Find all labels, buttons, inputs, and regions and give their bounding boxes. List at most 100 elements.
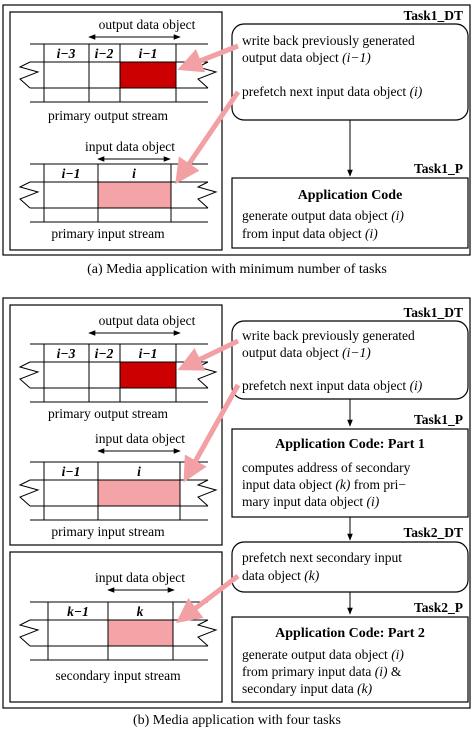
dt2-line-2: data object (k) [242,568,320,583]
p1-line-2-tail: from pri− [354,477,406,492]
input-data-object-label: input data object [85,139,175,154]
dt-line-2-text: output data object [242,50,339,65]
dt-line-1: write back previously generated [242,33,415,48]
p2-line-3-var: (k) [357,681,372,696]
stream-break-right [196,181,218,209]
cell-label: k−1 [67,604,89,619]
task1-dt-title: Task1_DT [403,8,463,23]
dt-line-3-var: (i) [410,84,423,99]
current-output-cell-fill [120,62,176,88]
app-line-2-var: (i) [365,226,378,241]
output-data-object-label: output data object [99,17,196,32]
p2-line-2: from primary input data (i) & [242,664,402,679]
caption-b: (b) Media application with four tasks [133,713,341,728]
dt-line-3-var: (i) [410,378,423,393]
current-secondary-cell-fill [108,620,173,646]
task1-p-box [231,177,469,249]
primary-input-stream-b: i−1 i [18,461,218,521]
cell-label: i [132,166,136,181]
p2-line-2-tail: & [391,664,402,679]
cell-label: i−3 [57,346,76,361]
cell-label: i−3 [57,46,76,61]
cell-label: i−1 [62,464,81,479]
cell-label: i−1 [139,346,158,361]
primary-output-stream-label: primary output stream [48,406,168,421]
cell-label: i−2 [95,46,114,61]
p2-line-2-text: from primary input data [242,664,371,679]
app-line-1: generate output data object (i) [242,208,404,223]
p2-line-1-text: generate output data object [242,647,388,662]
p1-line-2: input data object (k) from pri− [242,477,406,492]
cell-label: i−2 [95,346,114,361]
input-data-object-label: input data object [95,431,185,446]
panel-b: output data object i−3 i−2 i−1 primary o… [2,297,471,728]
dt-line-2: output data object (i−1) [242,50,371,65]
panel-a-frame [2,4,471,256]
current-input-cell-fill [98,480,180,506]
dt-line-2-var: (i−1) [342,50,371,65]
dt-line-2: output data object (i−1) [242,345,371,360]
stream-break-right [196,619,218,647]
primary-input-stream-a: i−1 i [18,163,218,223]
application-code-title: Application Code [298,188,403,203]
stream-break-left [18,479,40,507]
cell-label: k [137,604,144,619]
panel-b-frame [2,297,471,709]
app-line-2: from input data object (i) [242,226,378,241]
p1-line-1: computes address of secondary [242,460,411,475]
primary-output-stream-label: primary output stream [48,108,168,123]
dt-line-3-text: prefetch next input data object [242,378,406,393]
output-data-object-label: output data object [99,313,196,328]
dt2-line-2-var: (k) [304,568,319,583]
p1-line-3: mary input data object (i) [242,494,380,509]
primary-input-stream-label: primary input stream [51,524,165,539]
cell-label: i−1 [139,46,158,61]
p2-line-1: generate output data object (i) [242,647,404,662]
p2-line-1-var: (i) [391,647,404,662]
p2-line-2-var: (i) [375,664,388,679]
prefetch-arrow [183,383,241,483]
primary-output-stream-b: i−3 i−2 i−1 [18,343,218,403]
dt2-line-1: prefetch next secondary input [242,550,402,565]
memory-box-b1 [9,304,223,546]
task2-dt-title: Task2_DT [403,525,463,540]
dt-line-2-text: output data object [242,345,339,360]
p1-line-2-text: input data object [242,477,332,492]
dt-line-3: prefetch next input data object (i) [242,84,423,99]
app-line-2-text: from input data object [242,226,362,241]
memory-box-a [9,11,223,251]
current-input-cell-fill [98,182,171,208]
secondary-input-stream: k−1 k [18,601,218,661]
primary-output-stream-a: i−3 i−2 i−1 [18,43,218,103]
p1-line-2-var: (k) [335,477,350,492]
app-line-1-text: generate output data object [242,208,388,223]
stream-break-right [196,479,218,507]
p2-line-3-text: secondary input data [242,681,354,696]
task2-p-box [231,616,469,703]
stream-break-right [196,361,218,389]
dt2-line-2-text: data object [242,568,301,583]
secondary-prefetch-arrow [176,574,240,624]
current-output-cell-fill [120,362,176,388]
part1-title: Application Code: Part 1 [275,437,425,452]
stream-break-right [196,61,218,89]
caption-a: (a) Media application with minimum numbe… [87,262,387,277]
writeback-arrow [177,43,239,73]
memory-box-b2 [9,551,223,703]
secondary-input-data-object-label: input data object [95,570,185,585]
stream-break-left [18,61,40,89]
p1-line-3-var: (i) [366,494,379,509]
stream-break-left [18,181,40,209]
dt-line-1: write back previously generated [242,328,415,343]
cell-label: i [137,464,141,479]
writeback-arrow [177,338,240,371]
task1-dt-title: Task1_DT [403,305,463,320]
stream-break-left [18,361,40,389]
primary-input-stream-label: primary input stream [51,226,165,241]
task2-p-title: Task2_P [414,600,463,615]
panel-a: output data object i−3 i−2 i−1 primary o… [2,4,471,277]
task1-p-title: Task1_P [414,412,463,427]
p2-line-3: secondary input data (k) [242,681,373,696]
cell-label: i−1 [62,166,81,181]
